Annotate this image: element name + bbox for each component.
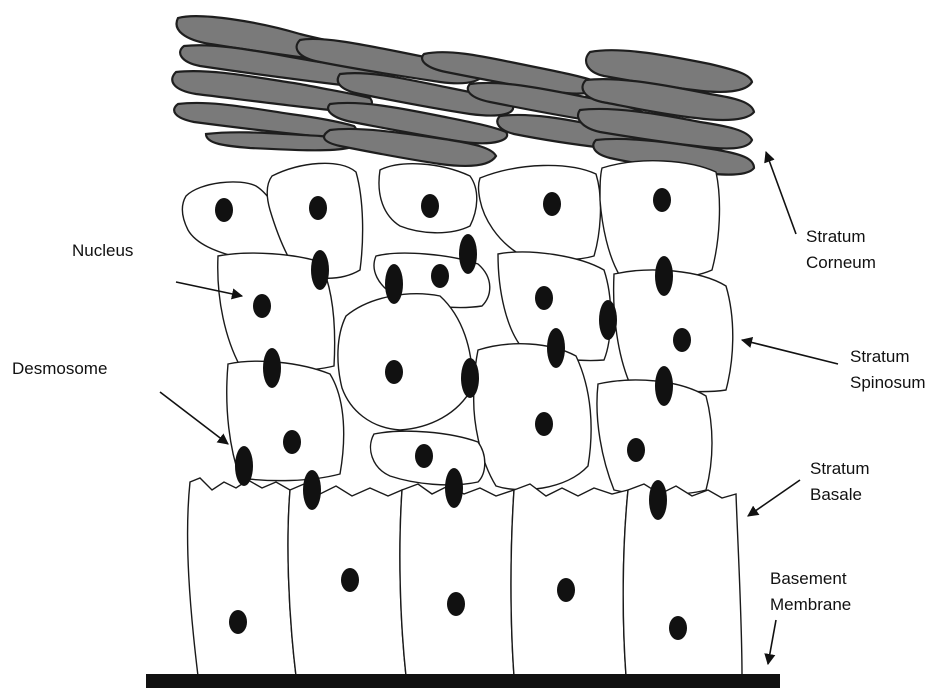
basale-cell	[400, 484, 514, 676]
nucleus	[253, 294, 271, 318]
nucleus	[673, 328, 691, 352]
basement-membrane	[146, 674, 780, 688]
nucleus	[557, 578, 575, 602]
basement-membrane-label-line1: Basement	[770, 569, 847, 588]
spinosum-cell	[474, 344, 591, 490]
nucleus	[309, 196, 327, 220]
desmosome	[649, 480, 667, 520]
spinosum-cell	[597, 380, 712, 495]
stratum-spinosum-layer	[182, 161, 732, 495]
desmosome	[445, 468, 463, 508]
desmosome	[655, 366, 673, 406]
nucleus	[431, 264, 449, 288]
nucleus	[543, 192, 561, 216]
desmosome	[311, 250, 329, 290]
desmosome	[599, 300, 617, 340]
nucleus	[535, 286, 553, 310]
spinosum-cell	[479, 165, 601, 259]
stratum-corneum-layer	[172, 16, 754, 174]
spinosum-cell	[614, 270, 733, 392]
nucleus	[669, 616, 687, 640]
desmosome-label: Desmosome	[12, 359, 107, 378]
stratum-spinosum-label-line2: Spinosum	[850, 373, 926, 392]
desmosome	[385, 264, 403, 304]
desmosome	[547, 328, 565, 368]
desmosome	[263, 348, 281, 388]
desmosome	[303, 470, 321, 510]
desmosome	[655, 256, 673, 296]
stratum-spinosum-label-line1: Stratum	[850, 347, 910, 366]
nucleus	[421, 194, 439, 218]
nucleus	[385, 360, 403, 384]
stratum-basale-arrow	[748, 480, 800, 516]
stratum-corneum-arrow	[766, 152, 796, 234]
nucleus-label: Nucleus	[72, 241, 133, 260]
stratum-corneum-label-line2: Corneum	[806, 253, 876, 272]
desmosome	[235, 446, 253, 486]
basement-membrane-arrow	[768, 620, 776, 664]
desmosome	[461, 358, 479, 398]
stratum-spinosum-arrow	[742, 340, 838, 364]
nucleus	[283, 430, 301, 454]
nucleus	[535, 412, 553, 436]
nucleus	[447, 592, 465, 616]
stratum-corneum-label-line1: Stratum	[806, 227, 866, 246]
desmosome	[459, 234, 477, 274]
stratum-basale-label-line2: Basale	[810, 485, 862, 504]
nucleus	[229, 610, 247, 634]
nucleus	[415, 444, 433, 468]
nucleus	[627, 438, 645, 462]
nucleus	[341, 568, 359, 592]
desmosome-arrow	[160, 392, 228, 444]
stratum-basale-label-line1: Stratum	[810, 459, 870, 478]
nucleus	[653, 188, 671, 212]
nucleus	[215, 198, 233, 222]
basement-membrane-label-line2: Membrane	[770, 595, 851, 614]
spinosum-cell	[338, 294, 472, 430]
basale-cell	[623, 484, 742, 676]
basale-cell	[188, 478, 296, 676]
